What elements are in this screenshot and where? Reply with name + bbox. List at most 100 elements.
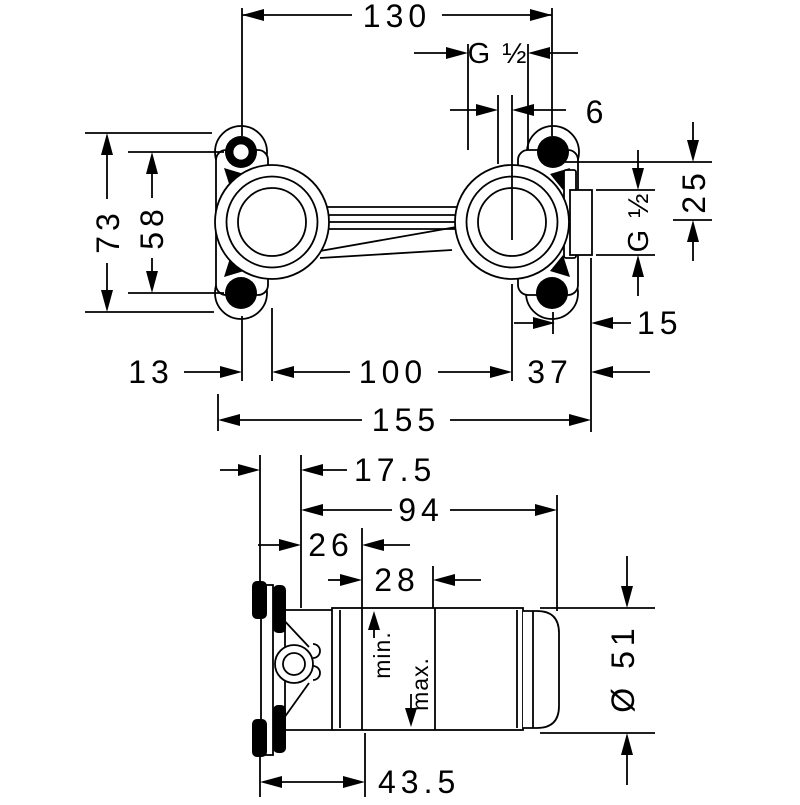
dim-13: 13: [128, 308, 273, 390]
dim-51: Ø 51: [540, 556, 655, 785]
up-arrowhead: [368, 611, 380, 630]
screw-hole-center: [231, 142, 251, 162]
dim-label-26: 26: [308, 527, 354, 563]
arrowhead: [512, 104, 534, 116]
dim-label-6: 6: [586, 94, 609, 130]
screw-tab-profile: [252, 719, 267, 757]
crossbar-diagonal: [319, 225, 463, 252]
stub-thread-arc: [312, 665, 321, 681]
screw-hole: [537, 136, 569, 168]
arrowhead: [533, 317, 555, 329]
crossbar-diagonal: [319, 249, 453, 259]
screw-hole-center: [543, 142, 563, 162]
dim-label-58: 58: [134, 204, 170, 250]
arrowhead: [433, 574, 455, 586]
screw-tab-profile: [273, 585, 286, 633]
down-arrowhead: [405, 708, 417, 727]
dim-94: 94: [301, 492, 558, 611]
arrowhead: [343, 776, 365, 788]
arrowhead: [528, 47, 550, 59]
dim-43-5: 43.5: [260, 733, 460, 800]
arrowhead: [569, 414, 591, 426]
arrowhead: [591, 366, 613, 378]
front-view-dimensions: 130 G ½ 6: [85, 0, 712, 438]
dim-100: 100: [272, 284, 513, 390]
gusset: [550, 255, 570, 277]
arrowhead: [340, 574, 362, 586]
screw-hole: [536, 277, 568, 309]
dim-73: 73: [85, 132, 214, 313]
side-view-dimensions: 17.5 94 26 28: [220, 452, 655, 800]
arrowhead: [242, 9, 264, 21]
dim-label-94: 94: [398, 492, 444, 528]
flange-ring: [225, 175, 319, 269]
front-view: [214, 125, 593, 320]
dim-label-g12-top: G ½: [468, 38, 529, 70]
arrowhead: [687, 140, 699, 162]
arrowhead: [279, 539, 301, 551]
dim-37: 37: [527, 258, 650, 432]
dim-label-43-5: 43.5: [378, 764, 460, 800]
arrowhead: [146, 152, 158, 174]
dim-label-73: 73: [90, 208, 126, 254]
side-view: min. max.: [252, 581, 560, 757]
dim-label-25: 25: [676, 168, 712, 214]
dim-label-15: 15: [637, 305, 683, 341]
left-flange: [214, 125, 330, 320]
crossbar: [319, 206, 463, 259]
dim-label-130: 130: [363, 0, 431, 34]
dim-58: 58: [128, 151, 224, 294]
flange-bore: [237, 187, 307, 257]
arrowhead: [362, 539, 384, 551]
screw-hole-center: [542, 283, 562, 303]
gusset: [224, 255, 244, 277]
arrowhead: [101, 133, 113, 155]
dim-label-g12-side: G ½: [623, 192, 655, 253]
pipe-stub-bore: [282, 652, 306, 676]
dim-130: 130: [241, 0, 553, 136]
arrowhead: [101, 290, 113, 312]
arrowhead: [446, 47, 468, 59]
dim-label-37: 37: [527, 354, 573, 390]
arrowhead: [632, 255, 644, 277]
end-cap: [523, 610, 560, 729]
dim-17-5: 17.5: [220, 452, 431, 797]
screw-tab-profile: [252, 581, 267, 619]
arrowhead: [490, 366, 512, 378]
dim-15: 15: [514, 305, 683, 341]
plate-profile: [260, 584, 274, 756]
arrowhead: [301, 464, 323, 476]
arrowhead: [260, 776, 282, 788]
dim-155: 155: [217, 394, 591, 438]
right-flange: [454, 125, 593, 320]
arrowhead: [218, 414, 240, 426]
stub-thread-arc: [312, 643, 321, 659]
arrowhead: [591, 317, 613, 329]
bracket: [273, 609, 332, 731]
wall-plate: [252, 581, 286, 757]
arrowhead: [146, 271, 158, 293]
arrowhead: [687, 220, 699, 242]
screw-hole: [225, 277, 257, 309]
max-annotation: max.: [405, 657, 433, 727]
dim-26: 26: [258, 527, 410, 608]
arrowhead: [621, 586, 633, 608]
dim-6: 6: [450, 94, 609, 166]
dim-g12-top: G ½: [414, 38, 578, 150]
bracket-funnel: [278, 614, 310, 648]
screw-hole-center: [231, 283, 251, 303]
dim-g12-side: G ½: [596, 150, 655, 296]
bracket-funnel: [278, 682, 310, 726]
cylinder: [331, 607, 524, 731]
dim-label-155: 155: [372, 402, 440, 438]
dim-label-100: 100: [359, 354, 427, 390]
dim-label-28: 28: [374, 562, 420, 598]
arrowhead: [301, 504, 323, 516]
min-annotation: min.: [368, 611, 395, 679]
arrowhead: [220, 366, 242, 378]
arrowhead: [476, 104, 498, 116]
arrowhead: [621, 733, 633, 755]
screw-tab-profile: [273, 705, 286, 753]
